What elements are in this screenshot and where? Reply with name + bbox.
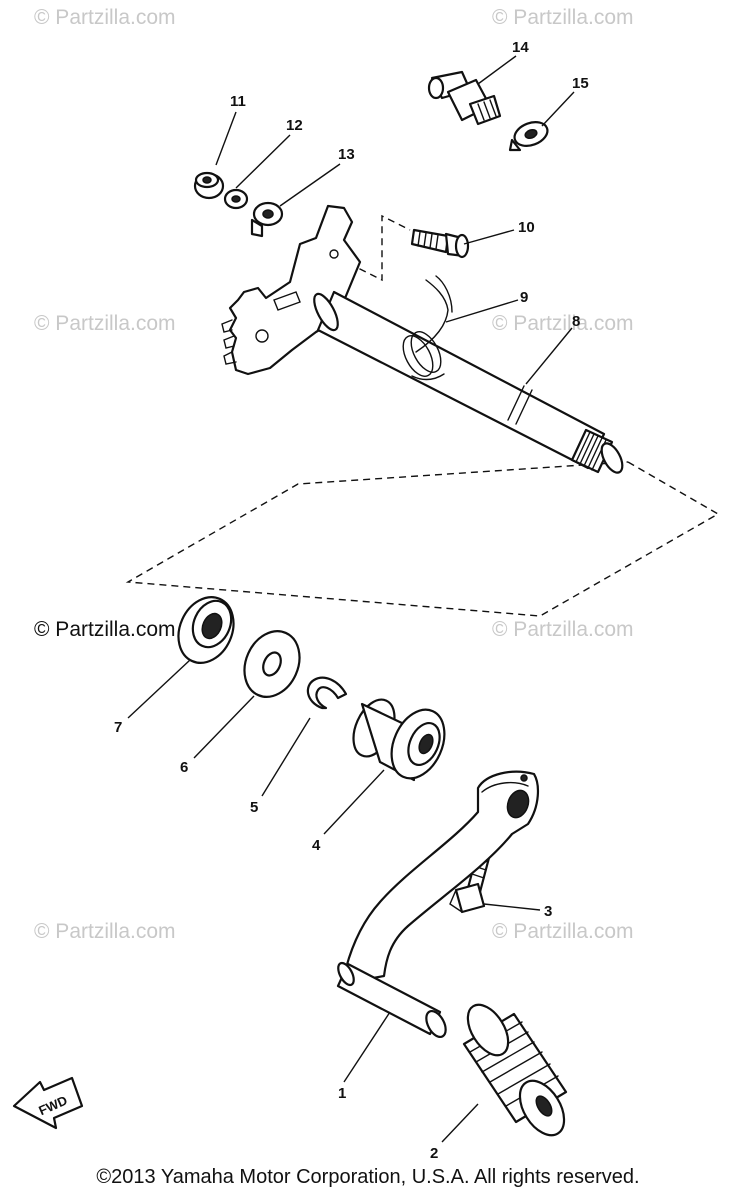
callout-2: 2 — [430, 1145, 438, 1162]
leader-line-8 — [525, 327, 573, 385]
watermark: © Partzilla.com — [34, 312, 176, 335]
bolt-part-10 — [410, 228, 470, 259]
copyright-notice: ©2013 Yamaha Motor Corporation, U.S.A. A… — [96, 1166, 640, 1188]
circlip-part-5 — [306, 676, 348, 710]
forward-arrow-icon: FWD — [12, 1076, 84, 1130]
callout-15: 15 — [572, 75, 589, 92]
shift-pedal-arm — [344, 770, 540, 982]
leader-line-15 — [541, 91, 575, 127]
callout-13: 13 — [338, 146, 355, 163]
leader-line-7 — [127, 659, 191, 719]
oil-seal-part-7 — [177, 596, 235, 664]
leader-line-13 — [279, 163, 341, 207]
leader-line-10 — [463, 229, 515, 245]
watermark: © Partzilla.com — [492, 312, 634, 335]
leader-line-2 — [441, 1103, 479, 1143]
alignment-line — [337, 214, 411, 282]
callout-11: 11 — [230, 93, 246, 110]
leader-line-11 — [215, 111, 237, 166]
callout-7: 7 — [114, 719, 122, 736]
washer-part-15 — [508, 121, 549, 152]
leader-line-14 — [477, 55, 517, 85]
callout-12: 12 — [286, 117, 303, 134]
callout-10: 10 — [518, 219, 535, 236]
watermark-main: © Partzilla.com — [34, 618, 176, 641]
leader-line-12 — [235, 134, 291, 189]
callout-6: 6 — [180, 759, 188, 776]
pedal-shaft-part-1 — [336, 961, 447, 1039]
callout-4: 4 — [312, 837, 321, 854]
callout-3: 3 — [544, 903, 552, 920]
collar-part-4 — [352, 698, 446, 782]
watermark: © Partzilla.com — [492, 920, 634, 943]
leader-line-1 — [343, 1011, 391, 1083]
shift-shaft-part-8 — [221, 204, 624, 474]
tab-washer-part-13 — [250, 201, 284, 238]
callout-14: 14 — [512, 39, 529, 56]
leader-line-4 — [323, 769, 385, 835]
watermark: © Partzilla.com — [34, 6, 176, 29]
leader-line-6 — [193, 695, 255, 759]
lock-washer-part-12 — [223, 188, 249, 210]
callout-9: 9 — [520, 289, 528, 306]
callout-5: 5 — [250, 799, 258, 816]
watermark: © Partzilla.com — [34, 920, 176, 943]
rubber-grip-part-2 — [462, 1003, 568, 1137]
return-spring-part-9 — [402, 275, 453, 381]
stud-bolt-part-14 — [427, 70, 502, 126]
leader-line-9 — [445, 299, 519, 323]
washer-part-6 — [243, 630, 301, 698]
watermark: © Partzilla.com — [492, 618, 634, 641]
alignment-line — [125, 461, 720, 617]
callout-1: 1 — [338, 1085, 346, 1102]
callout-8: 8 — [572, 313, 580, 330]
nut-part-11 — [193, 171, 225, 200]
leader-line-5 — [261, 717, 311, 797]
leader-line-3 — [483, 903, 541, 911]
watermark: © Partzilla.com — [492, 6, 634, 29]
